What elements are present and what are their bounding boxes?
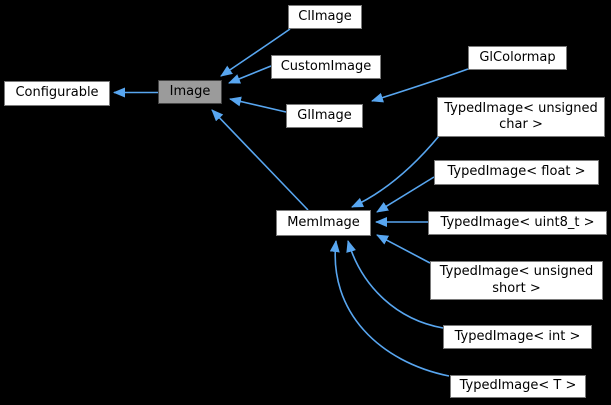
node-typedimage-unsigned-char[interactable]: TypedImage< unsigned char > — [437, 97, 605, 137]
edge-glcolormap-to-glimage — [371, 68, 469, 103]
node-memimage[interactable]: MemImage — [276, 210, 371, 236]
node-configurable[interactable]: Configurable — [4, 81, 110, 106]
node-glimage[interactable]: GlImage — [286, 104, 363, 128]
edge-climage-to-image — [220, 28, 291, 77]
node-image-current[interactable]: Image — [158, 80, 222, 104]
edge-memimage-to-image — [211, 109, 309, 211]
edge-typedimage-unsigned-char-to-memimage — [351, 135, 440, 208]
node-typedimage-float[interactable]: TypedImage< float > — [434, 160, 599, 185]
node-typedimage-uint8-t[interactable]: TypedImage< uint8_t > — [428, 211, 607, 235]
node-typedimage-int[interactable]: TypedImage< int > — [443, 325, 592, 349]
node-climage[interactable]: ClImage — [288, 5, 362, 29]
edge-typedimage-int-to-memimage — [346, 240, 444, 329]
node-typedimage-unsigned-short[interactable]: TypedImage< unsigned short > — [430, 261, 603, 300]
edge-typedimage-float-to-memimage — [376, 176, 435, 213]
node-customimage[interactable]: CustomImage — [271, 55, 381, 79]
edge-customimage-to-image — [228, 65, 272, 84]
edge-glimage-to-image — [229, 96, 287, 113]
node-typedimage-t[interactable]: TypedImage< T > — [450, 375, 586, 398]
edge-typedimage-t-to-memimage — [329, 240, 450, 377]
edge-typedimage-unsigned-short-to-memimage — [376, 234, 431, 264]
node-glcolormap[interactable]: GlColormap — [468, 46, 567, 70]
